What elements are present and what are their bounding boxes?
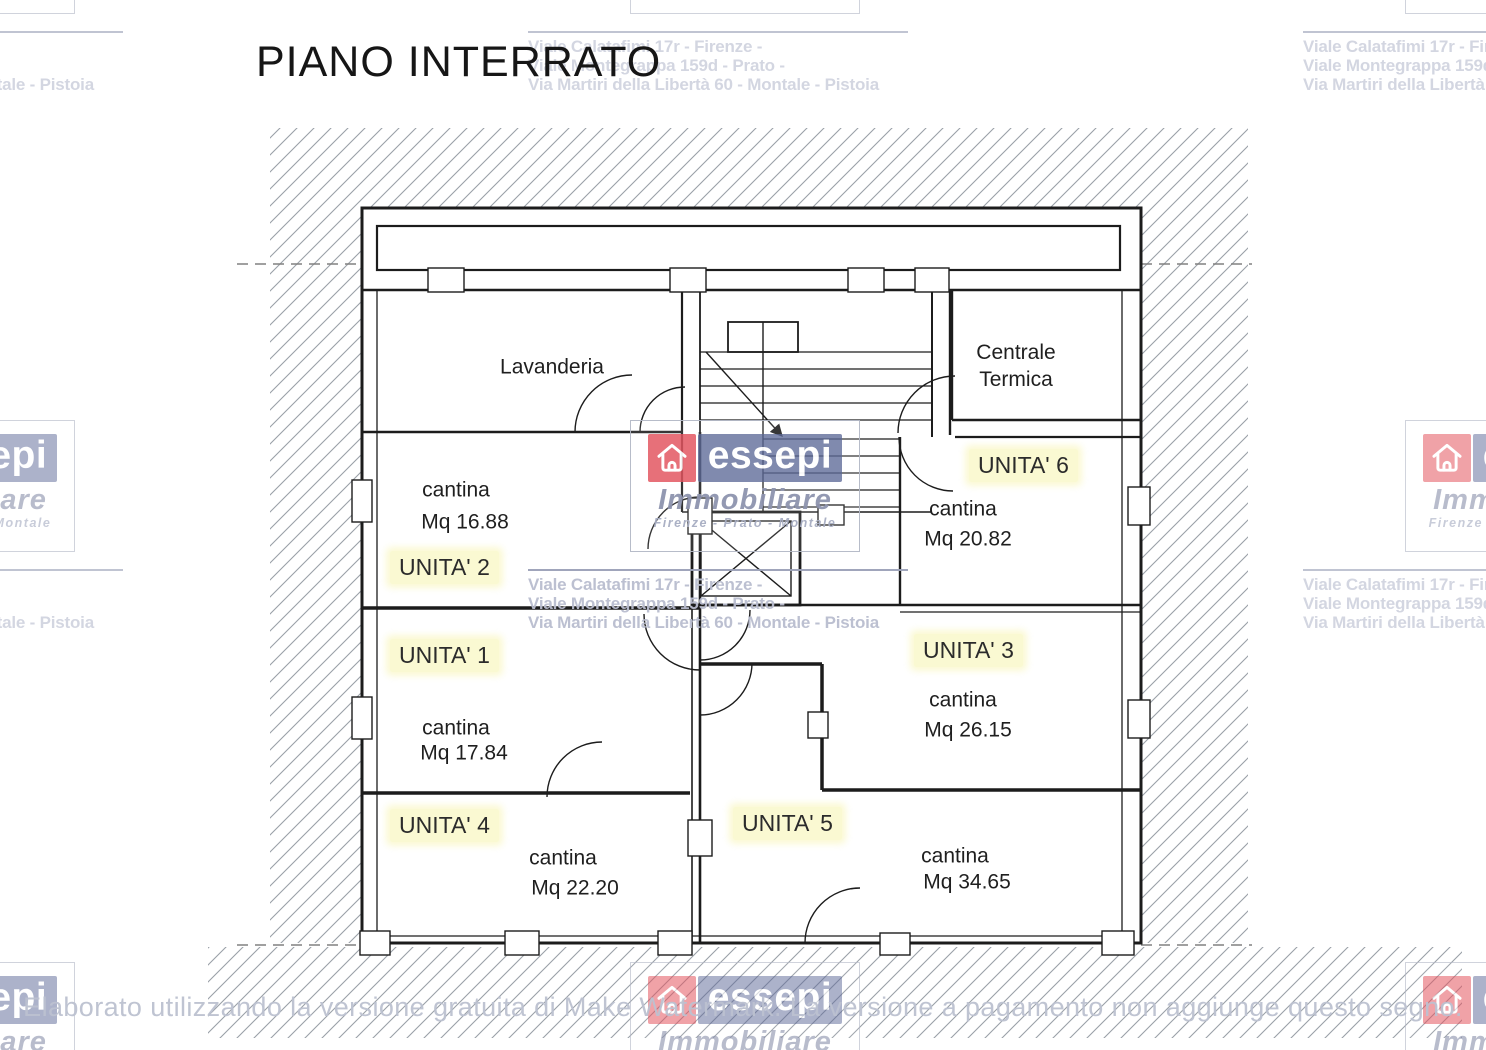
watermark-footer-text: Elaborato utilizzando la versione gratui… [23, 992, 1463, 1022]
wall-pillars [351, 267, 1151, 956]
room-label-unit1-area: Mq 17.84 [420, 741, 508, 765]
unit3-tag: UNITA' 3 [914, 634, 1023, 667]
elevator-shaft [690, 510, 802, 607]
room-label-unit2-type: cantina [422, 478, 490, 502]
unit4-tag: UNITA' 4 [390, 809, 499, 842]
room-label-centrale-termica: Centrale Termica [976, 339, 1055, 393]
unit6-tag: UNITA' 6 [969, 449, 1078, 482]
room-label-unit3-type: cantina [929, 688, 997, 712]
room-label-unit5-type: cantina [921, 844, 989, 868]
unit5-tag: UNITA' 5 [733, 807, 842, 840]
section-dashed-lines [237, 263, 1252, 946]
room-label-unit6-type: cantina [929, 497, 997, 521]
room-label-unit5-area: Mq 34.65 [923, 870, 1011, 894]
unit2-tag: UNITA' 2 [390, 551, 499, 584]
room-label-unit4-area: Mq 22.20 [531, 876, 619, 900]
room-label-unit4-type: cantina [529, 846, 597, 870]
room-label-unit3-area: Mq 26.15 [924, 718, 1012, 742]
stairs-direction-arrow [705, 351, 783, 438]
centrale-line1: Centrale [976, 341, 1056, 364]
room-label-unit1-type: cantina [422, 716, 490, 740]
room-label-unit2-area: Mq 16.88 [421, 510, 509, 534]
unit1-tag: UNITA' 1 [390, 639, 499, 672]
door-arcs [546, 374, 956, 944]
room-label-unit6-area: Mq 20.82 [924, 527, 1012, 551]
room-label-lavanderia: Lavanderia [500, 355, 604, 379]
page-title: PIANO INTERRATO [256, 38, 662, 86]
centrale-line2: Termica [979, 368, 1053, 391]
walls [360, 206, 1143, 945]
